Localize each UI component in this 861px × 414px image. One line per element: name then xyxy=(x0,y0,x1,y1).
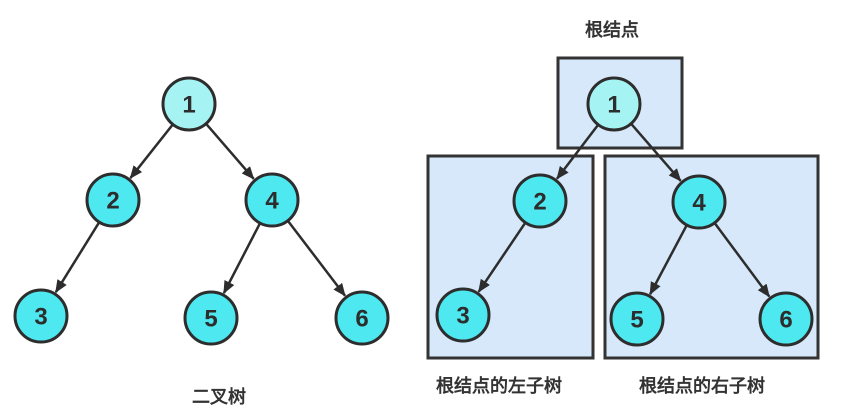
node-circle-6 xyxy=(334,290,390,346)
node-circle-3 xyxy=(13,288,69,344)
edge-binary-tree-n4-n5 xyxy=(222,218,264,295)
edge-annotated-tree-n4-n5 xyxy=(649,220,690,296)
tree-node-annotated-tree-6: 6 xyxy=(758,291,814,347)
edge-annotated-tree-n1-n2 xyxy=(555,120,602,180)
tree-node-binary-tree-2: 2 xyxy=(85,172,141,228)
tree-node-binary-tree-3: 3 xyxy=(13,288,69,344)
edge-binary-tree-n4-n6 xyxy=(284,216,347,297)
edge-annotated-tree-n1-n4 xyxy=(627,119,682,182)
tree-node-annotated-tree-1: 1 xyxy=(586,76,642,132)
tree-node-annotated-tree-5: 5 xyxy=(609,291,665,347)
tree-node-annotated-tree-2: 2 xyxy=(512,173,568,229)
node-circle-4 xyxy=(671,174,727,230)
edge-binary-tree-n1-n2 xyxy=(129,120,177,179)
node-circle-1 xyxy=(161,76,217,132)
node-circle-2 xyxy=(512,173,568,229)
left-subtree-caption: 根结点的左子树 xyxy=(436,375,562,396)
tree-node-binary-tree-4: 4 xyxy=(244,172,300,228)
node-circle-2 xyxy=(85,172,141,228)
node-circle-6 xyxy=(758,291,814,347)
node-circle-5 xyxy=(183,290,239,346)
tree-edges xyxy=(54,119,771,298)
tree-node-binary-tree-5: 5 xyxy=(183,290,239,346)
node-circle-5 xyxy=(609,291,665,347)
root-node-label: 根结点 xyxy=(585,19,639,40)
tree-node-annotated-tree-4: 4 xyxy=(671,174,727,230)
binary-tree-caption: 二叉树 xyxy=(192,386,246,407)
edge-binary-tree-n2-n3 xyxy=(54,218,103,294)
node-circle-4 xyxy=(244,172,300,228)
tree-node-annotated-tree-3: 3 xyxy=(435,287,491,343)
edge-annotated-tree-n2-n3 xyxy=(477,218,529,293)
edge-annotated-tree-n4-n6 xyxy=(711,218,771,298)
node-circle-3 xyxy=(435,287,491,343)
node-circle-1 xyxy=(586,76,642,132)
tree-node-binary-tree-1: 1 xyxy=(161,76,217,132)
edge-binary-tree-n1-n4 xyxy=(202,119,255,180)
tree-node-binary-tree-6: 6 xyxy=(334,290,390,346)
right-subtree-caption: 根结点的右子树 xyxy=(639,375,765,396)
